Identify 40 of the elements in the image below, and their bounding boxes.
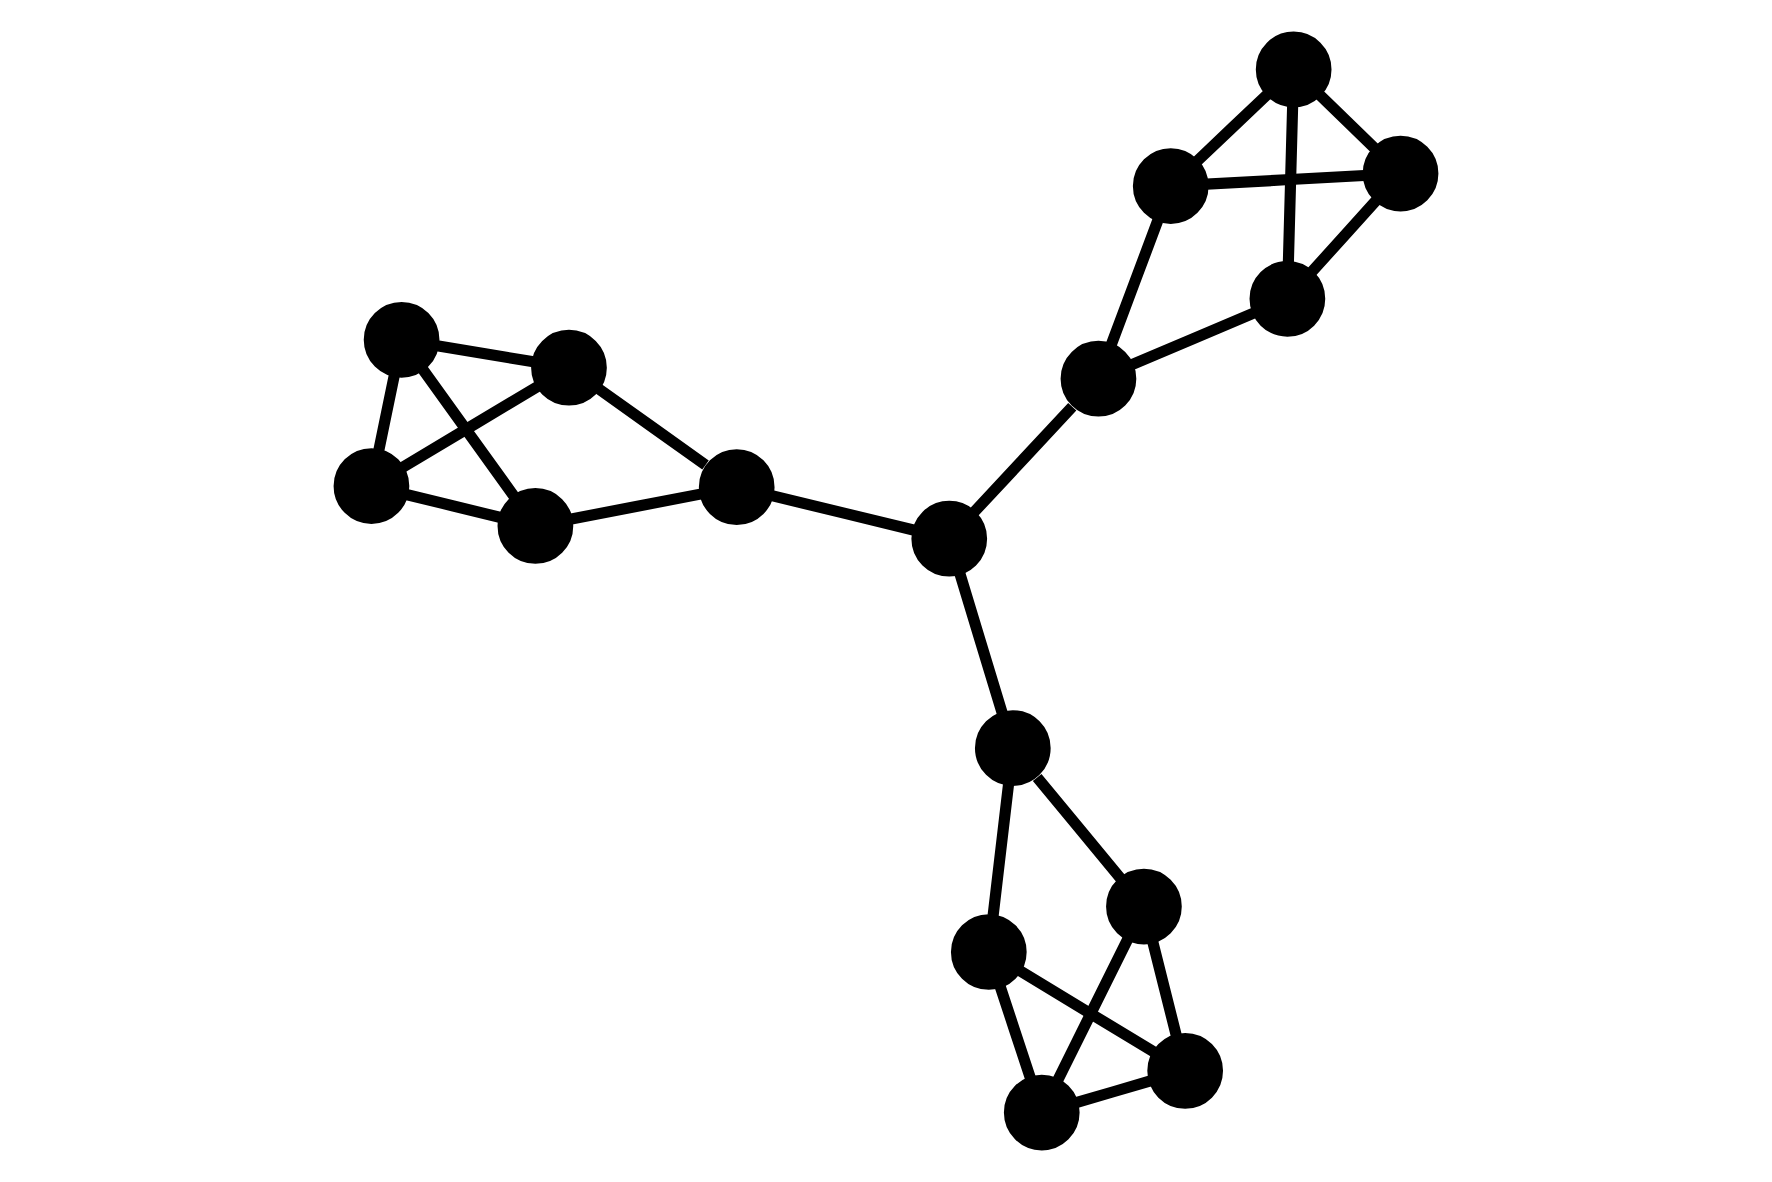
node-circle [333,448,410,524]
node-circle [1362,135,1439,212]
connector [770,490,915,536]
node-circle [1132,148,1209,224]
node-circle [1106,868,1182,945]
connector [399,381,541,473]
connector [436,340,535,368]
connector [404,489,502,523]
connector [1032,773,1126,883]
node-circle [1249,261,1326,337]
connector [1206,169,1365,190]
connector [994,984,1036,1081]
connector [373,373,400,452]
connector [418,365,519,500]
connector [1282,105,1299,264]
node-circle [1003,1074,1080,1151]
connector [1105,218,1163,348]
connector [1052,936,1133,1083]
node-circle [950,914,1027,990]
node-circle [974,710,1051,786]
connector [969,403,1077,517]
connector [570,488,703,525]
connector [1017,966,1158,1058]
connector [594,383,709,470]
node-circle [911,500,988,577]
connector [1315,90,1379,153]
node-circle [1060,340,1137,417]
connector [954,571,1008,715]
node-circle [363,301,440,378]
connector [1074,1075,1152,1108]
connector [1129,308,1256,370]
connector [1147,940,1182,1038]
connector [987,782,1015,917]
node-circle [497,488,574,564]
node-circle [1147,1033,1224,1109]
node-circle [698,449,775,525]
connector [1192,90,1272,166]
node-circle [531,329,607,406]
connector [1307,196,1381,276]
node-circle [1255,31,1332,108]
